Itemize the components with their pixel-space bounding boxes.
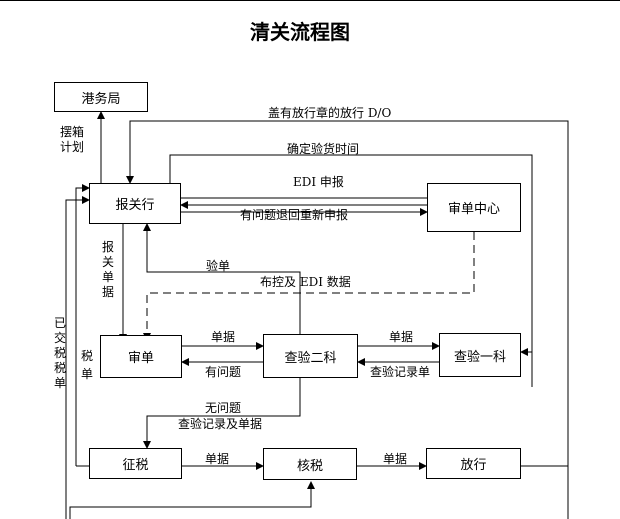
label-dispatch-edi: 布控及 EDI 数据 (260, 275, 351, 289)
node-inspect-1: 查验一科 (439, 333, 521, 377)
label-doc-to-inspect1: 单据 (389, 330, 414, 344)
label-doc-levy-verify: 单据 (205, 452, 230, 466)
edge-stamp-release (126, 120, 569, 519)
edge-bottom-to-verify (69, 481, 315, 519)
node-broker: 报关行 (89, 183, 181, 224)
page-title: 清关流程图 (250, 20, 350, 44)
label-stamp-release: 盖有放行章的放行 D/O (268, 106, 392, 120)
label-redeclare: 有问题退回重新申报 (240, 208, 349, 222)
top-rule (0, 0, 620, 1)
label-problem: 有问题 (205, 365, 242, 379)
node-review-center: 审单中心 (427, 183, 521, 232)
edge-tax-bill (65, 196, 90, 519)
label-inspection: 验单 (206, 259, 231, 273)
label-no-problem: 无问题 (205, 401, 242, 415)
label-doc-to-inspect2: 单据 (211, 330, 236, 344)
node-review: 审单 (100, 335, 182, 378)
edge-confirm-time (169, 154, 533, 387)
label-plan: 摆箱计划 (60, 125, 85, 154)
label-doc-verify-release: 单据 (383, 452, 408, 466)
label-broker-docs: 报关单据 (101, 240, 114, 299)
label-tax-bill-col: 税单 (80, 347, 94, 383)
label-confirm-time: 确定验货时间 (287, 142, 360, 156)
edge-dispatch-edi (143, 232, 475, 341)
label-inspect-record: 查验记录单 (370, 365, 431, 379)
node-inspect-2: 查验二科 (263, 334, 358, 378)
label-tax-paid-col1: 已交税税单 (53, 316, 67, 391)
node-port-bureau: 港务局 (54, 82, 148, 112)
node-verify: 核税 (263, 448, 357, 480)
edge-inspection (143, 223, 301, 334)
edge-no-problem (143, 378, 301, 449)
node-levy: 征税 (89, 448, 182, 479)
label-edi-declare: EDI 申报 (293, 175, 344, 189)
node-release: 放行 (426, 448, 521, 479)
label-record-and-docs: 查验记录及单据 (178, 417, 263, 431)
edge-tax-paid (75, 184, 90, 466)
label-tax-bill: 税单 (80, 349, 93, 381)
label-tax-paid: 已交税税单 (53, 316, 66, 390)
